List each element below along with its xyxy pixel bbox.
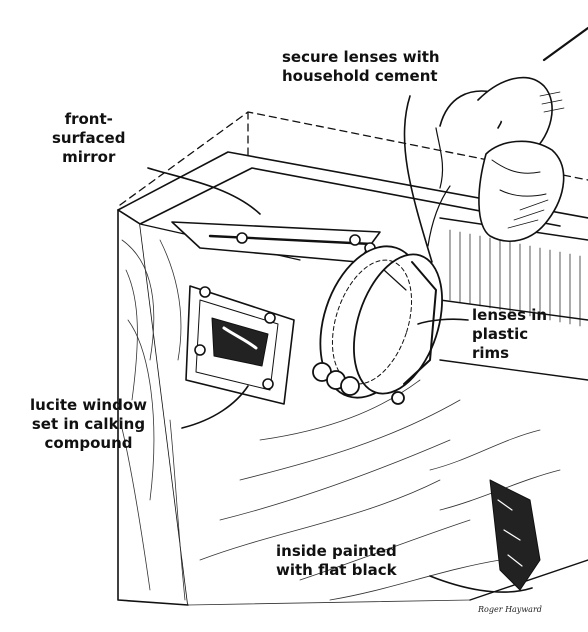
label-line: inside painted <box>276 542 397 560</box>
label-line: set in calking <box>31 415 146 433</box>
leader-secure-lenses <box>403 95 433 263</box>
leader-lucite-window <box>181 385 249 429</box>
leader-lines <box>147 95 533 593</box>
hand-applicator-illustration <box>427 26 588 247</box>
label-front-surfaced-mirror: front- surfaced mirror <box>52 110 125 167</box>
box-dashed-outline <box>119 111 588 206</box>
leader-inside-painted <box>429 575 533 593</box>
label-line: surfaced <box>52 129 126 147</box>
label-inside-painted: inside painted with flat black <box>276 542 397 580</box>
lens-in-plastic-rim <box>312 245 443 405</box>
flat-black-paint-area <box>489 479 541 591</box>
label-lenses-in-plastic-rims: lenses in plastic rims <box>472 306 547 363</box>
label-line: with flat black <box>276 561 397 579</box>
label-line: compound <box>44 434 133 452</box>
leader-front-mirror <box>147 167 261 215</box>
label-line: plastic <box>472 325 529 343</box>
label-line: mirror <box>62 148 116 166</box>
front-surfaced-mirror <box>171 221 381 263</box>
label-line: lucite window <box>30 396 147 414</box>
lucite-window-plate <box>185 285 295 405</box>
box-floor-grain <box>187 379 561 606</box>
label-secure-lenses: secure lenses with household cement <box>282 48 440 86</box>
label-lucite-window: lucite window set in calking compound <box>30 396 147 453</box>
label-line: front- <box>64 110 113 128</box>
label-line: household cement <box>282 67 438 85</box>
leader-lenses-rims <box>417 318 469 325</box>
label-line: secure lenses with <box>282 48 440 66</box>
label-line: rims <box>472 344 510 362</box>
artist-signature: Roger Hayward <box>478 605 542 614</box>
label-line: lenses in <box>472 306 548 324</box>
